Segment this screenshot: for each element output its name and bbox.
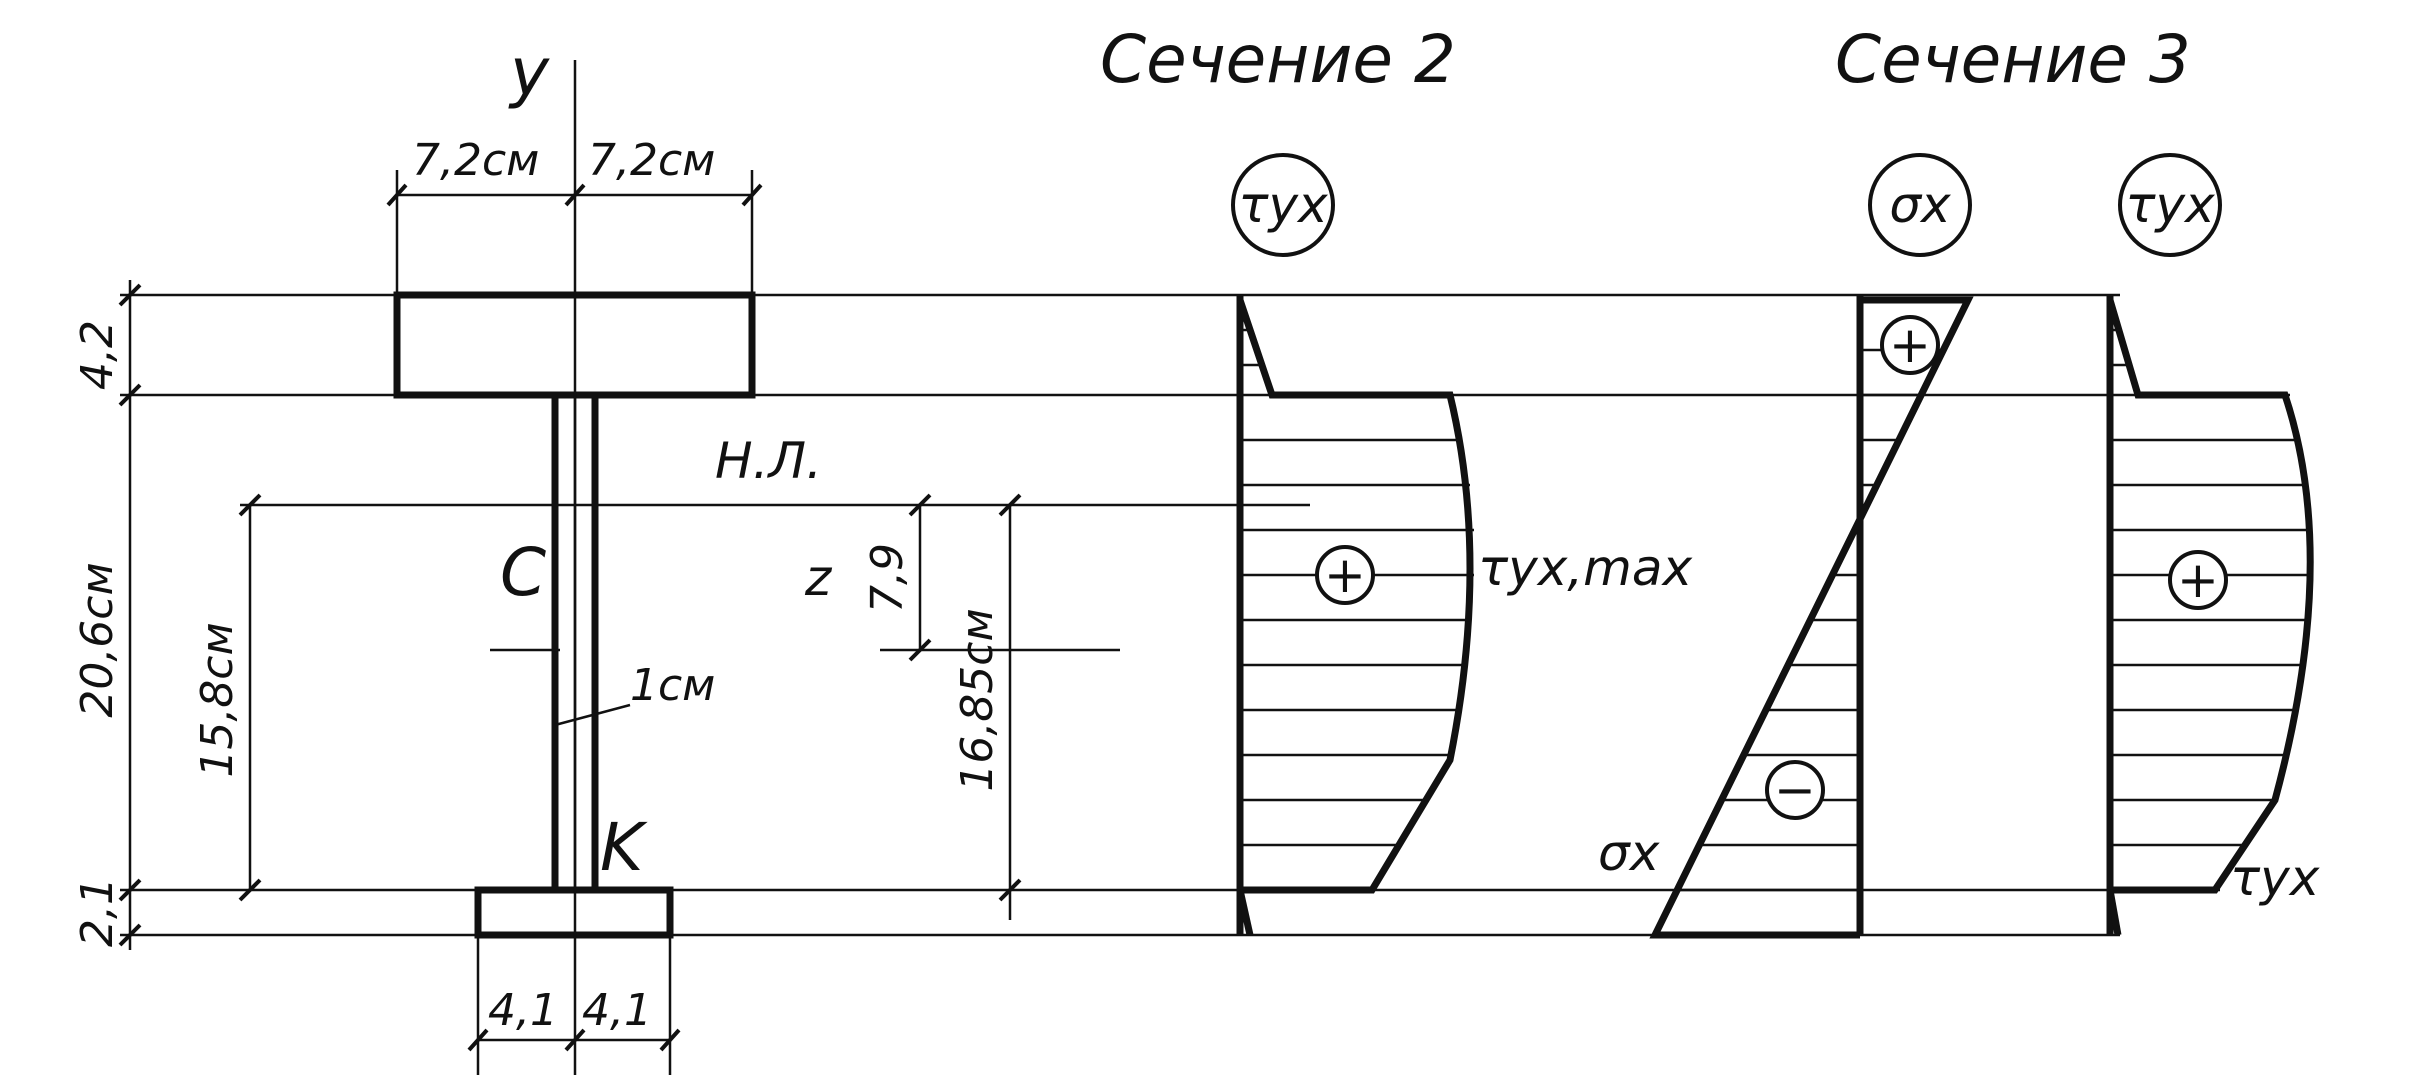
axis-z-label: z	[804, 549, 833, 607]
section-3-tau-label: τyx	[2125, 176, 2215, 234]
dim-top-left: 7,2см	[412, 135, 539, 186]
centroid-label: C	[500, 534, 546, 611]
dim-web-thickness: 1см	[630, 660, 715, 711]
dim-flange-top: 4,2	[72, 320, 123, 390]
section-2-sign: +	[1324, 546, 1366, 604]
guide-lines	[120, 293, 2290, 937]
section-3-title: Сечение 3	[1835, 21, 2191, 98]
sigma-end-label: σx	[1598, 824, 1660, 882]
dimension-lines	[118, 170, 1120, 1075]
plus-sign-section3-top	[1880, 315, 1940, 375]
diagram-annotations: τyx,max σx τyx	[1478, 539, 2320, 907]
section-2-title: Сечение 2	[1100, 21, 1456, 98]
dim-bot-right: 4,1	[582, 985, 652, 1036]
dim-web: 20,6см	[72, 562, 123, 717]
plus-sign-section3-tau	[2168, 550, 2228, 610]
dim-top-right: 7,2см	[588, 135, 715, 186]
section-2-diagram-label: τyx	[1238, 176, 1328, 234]
tau-max-label: τyx,max	[1478, 539, 1693, 597]
i-beam-section	[393, 60, 756, 1075]
axis-y-label: y	[508, 34, 550, 111]
cross-section-labels: y z C K Н.Л. 7,2см 7,2см 1см 4,1 4,1 4,2…	[72, 34, 1003, 1036]
neutral-axis-label: Н.Л.	[715, 432, 822, 490]
dim-flange-bottom: 2,1	[72, 877, 123, 947]
tau-end-label: τyx	[2230, 849, 2320, 907]
section-3-sign-tau: +	[2177, 551, 2219, 609]
section-3-tau-diagram	[2106, 295, 2314, 936]
dim-bot-left: 4,1	[488, 985, 558, 1036]
minus-sign-section3	[1765, 760, 1825, 820]
section-3-sign-top: +	[1889, 316, 1931, 374]
plus-sign-section2	[1315, 545, 1375, 605]
section-3-sigma-label: σx	[1889, 176, 1951, 234]
point-k-label: K	[600, 809, 648, 886]
dim-z-offset: 7,9	[862, 543, 913, 613]
section-3-sign-bottom: −	[1774, 761, 1816, 819]
dim-c-to-bottom: 15,8см	[192, 622, 243, 777]
section-2-tau-diagram	[1236, 295, 1474, 936]
section-3-sigma-diagram	[1649, 295, 1974, 939]
dim-total-k: 16,85см	[952, 608, 1003, 791]
headers: Сечение 2 Сечение 3 τyx σx τyx	[1100, 21, 2222, 257]
sign-circles: + + − +	[1315, 315, 2228, 820]
